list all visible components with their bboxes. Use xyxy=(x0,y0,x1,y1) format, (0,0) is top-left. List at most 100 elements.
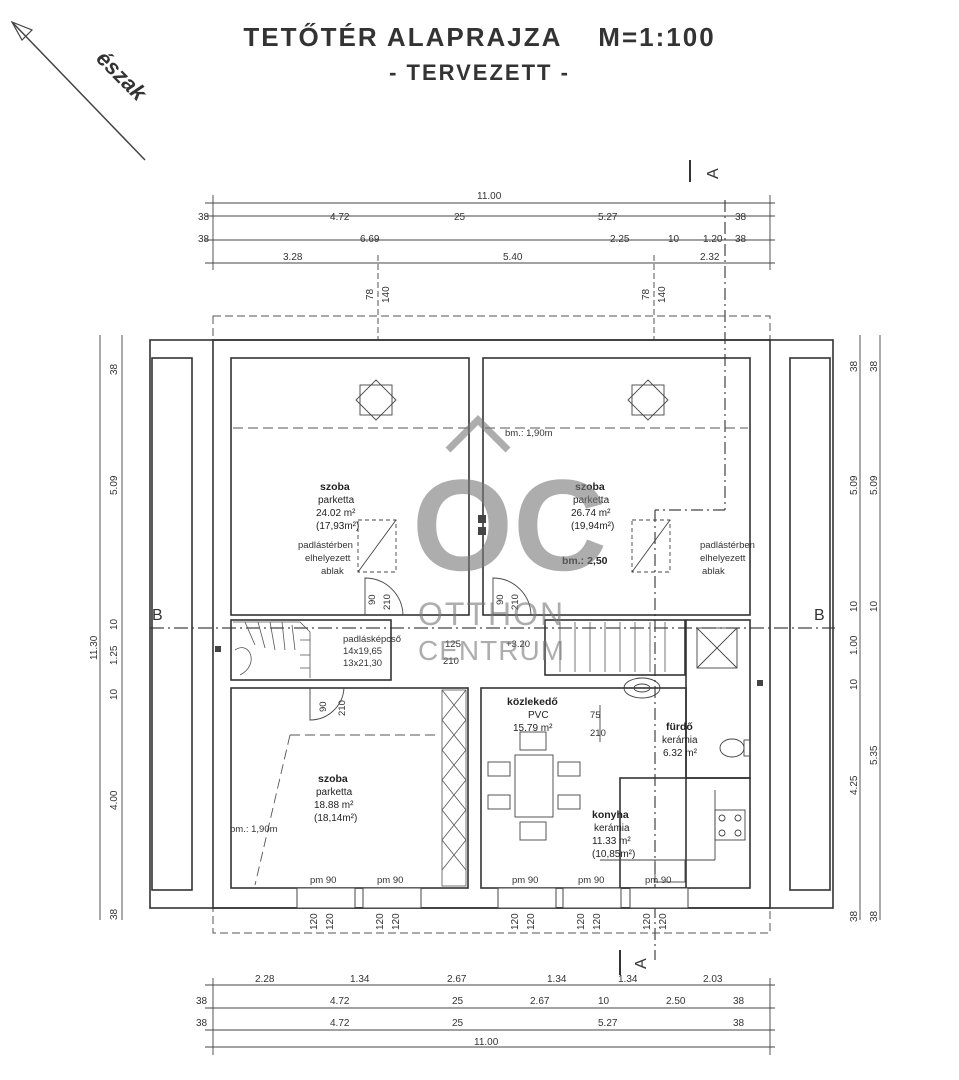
svg-text:elhelyezett: elhelyezett xyxy=(700,553,746,564)
svg-text:210: 210 xyxy=(510,594,521,610)
svg-text:ablak: ablak xyxy=(702,566,725,577)
svg-text:5.27: 5.27 xyxy=(598,212,618,223)
svg-text:90: 90 xyxy=(318,701,329,712)
svg-text:(17,93m²): (17,93m²) xyxy=(316,521,359,532)
svg-text:pm 90: pm 90 xyxy=(377,875,403,886)
room-szoba-2: szoba parketta 26.74 m² (19,94m²) xyxy=(571,481,614,532)
svg-text:A: A xyxy=(633,958,650,969)
roof-window-note-left: padlástérben elhelyezett ablak xyxy=(298,540,353,577)
svg-text:90: 90 xyxy=(367,594,378,605)
room-szoba-3: szoba parketta 18.88 m² (18,14m²) xyxy=(314,773,357,824)
svg-text:120: 120 xyxy=(391,913,402,930)
section-a-bottom: A xyxy=(619,950,650,975)
svg-text:szoba: szoba xyxy=(318,773,348,785)
exterior-walls xyxy=(149,339,834,909)
svg-text:10: 10 xyxy=(849,678,860,690)
svg-text:140: 140 xyxy=(657,286,668,303)
svg-text:közlekedő: közlekedő xyxy=(507,696,558,708)
svg-text:38: 38 xyxy=(849,910,860,922)
bm-top: bm.: 1,90m xyxy=(505,428,553,439)
svg-text:2.03: 2.03 xyxy=(703,974,723,985)
bathroom-fixtures xyxy=(623,627,751,758)
svg-text:38: 38 xyxy=(735,212,747,223)
svg-text:4.72: 4.72 xyxy=(330,212,350,223)
svg-text:140: 140 xyxy=(381,286,392,303)
svg-text:210: 210 xyxy=(382,594,393,610)
svg-text:pm 90: pm 90 xyxy=(512,875,538,886)
svg-text:24.02 m²: 24.02 m² xyxy=(316,508,356,519)
svg-text:13x21,30: 13x21,30 xyxy=(343,658,382,669)
kitchen-furniture xyxy=(487,731,746,883)
svg-text:2.32: 2.32 xyxy=(700,252,720,263)
room-furdo: fürdő kerámia 6.32 m² xyxy=(662,721,698,759)
svg-text:5.27: 5.27 xyxy=(598,1018,618,1029)
svg-text:210: 210 xyxy=(590,728,606,739)
svg-text:11.33 m²: 11.33 m² xyxy=(592,836,631,847)
room-konyha: konyha kerámia 11.33 m² (10,85m²) xyxy=(592,809,635,860)
svg-text:fürdő: fürdő xyxy=(666,721,693,733)
svg-text:5.35: 5.35 xyxy=(869,745,880,765)
svg-text:padlástérben: padlástérben xyxy=(700,540,755,551)
dim-top-total: 11.00 xyxy=(477,191,502,202)
drawing-title: TETŐTÉR ALAPRAJZA M=1:100 xyxy=(243,22,716,52)
section-b-left: B xyxy=(152,607,163,624)
svg-text:pm 90: pm 90 xyxy=(310,875,336,886)
svg-text:(18,14m²): (18,14m²) xyxy=(314,813,357,824)
svg-text:38: 38 xyxy=(735,234,747,245)
svg-text:120: 120 xyxy=(592,913,603,930)
svg-text:padlásképcső: padlásképcső xyxy=(343,634,401,645)
svg-text:38: 38 xyxy=(109,363,120,375)
svg-text:18.88 m²: 18.88 m² xyxy=(314,800,354,811)
svg-text:1.20: 1.20 xyxy=(703,234,723,245)
svg-text:6.32 m²: 6.32 m² xyxy=(663,748,698,759)
svg-text:38: 38 xyxy=(198,212,210,223)
svg-text:1.34: 1.34 xyxy=(618,974,638,985)
svg-text:pm 90: pm 90 xyxy=(645,875,671,886)
svg-text:4.72: 4.72 xyxy=(330,1018,350,1029)
svg-text:szoba: szoba xyxy=(320,481,350,493)
svg-text:38: 38 xyxy=(733,1018,745,1029)
svg-text:11.00: 11.00 xyxy=(474,1037,499,1048)
svg-text:125: 125 xyxy=(445,639,461,650)
svg-text:5.40: 5.40 xyxy=(503,252,523,263)
svg-text:120: 120 xyxy=(658,913,669,930)
svg-text:10: 10 xyxy=(668,234,680,245)
svg-text:A: A xyxy=(705,168,722,179)
svg-text:3.28: 3.28 xyxy=(283,252,303,263)
svg-text:38: 38 xyxy=(733,996,745,1007)
section-b-right: B xyxy=(814,607,825,624)
svg-text:25: 25 xyxy=(452,1018,464,1029)
svg-text:120: 120 xyxy=(510,913,521,930)
bm-left: bm.: 1,90m xyxy=(230,824,278,835)
svg-text:120: 120 xyxy=(576,913,587,930)
svg-text:25: 25 xyxy=(452,996,464,1007)
svg-text:4.72: 4.72 xyxy=(330,996,350,1007)
svg-text:10: 10 xyxy=(849,600,860,612)
svg-text:2.28: 2.28 xyxy=(255,974,275,985)
svg-text:4.00: 4.00 xyxy=(109,790,120,810)
svg-text:konyha: konyha xyxy=(592,809,629,821)
svg-text:5.09: 5.09 xyxy=(109,475,120,495)
svg-text:2.67: 2.67 xyxy=(447,974,467,985)
level-mark: +3.20 xyxy=(506,639,530,650)
bm-250: bm.: 2,50 xyxy=(562,555,608,567)
door-swings xyxy=(309,577,601,742)
svg-text:kerámia: kerámia xyxy=(594,823,630,834)
svg-text:38: 38 xyxy=(869,360,880,372)
svg-text:5.09: 5.09 xyxy=(849,475,860,495)
svg-text:15.79 m²: 15.79 m² xyxy=(513,723,553,734)
svg-text:14x19,65: 14x19,65 xyxy=(343,646,382,657)
svg-text:padlástérben: padlástérben xyxy=(298,540,353,551)
svg-text:6.69: 6.69 xyxy=(360,234,380,245)
svg-text:210: 210 xyxy=(337,700,348,716)
svg-text:OTTHON: OTTHON xyxy=(418,596,565,632)
skylight-icon xyxy=(355,379,671,573)
svg-text:PVC: PVC xyxy=(528,710,549,721)
svg-text:26.74 m²: 26.74 m² xyxy=(571,508,611,519)
svg-text:1.00: 1.00 xyxy=(849,635,860,655)
shaft xyxy=(441,689,467,887)
section-a-top: A xyxy=(689,160,722,182)
svg-text:10: 10 xyxy=(598,996,610,1007)
svg-text:1.34: 1.34 xyxy=(547,974,567,985)
